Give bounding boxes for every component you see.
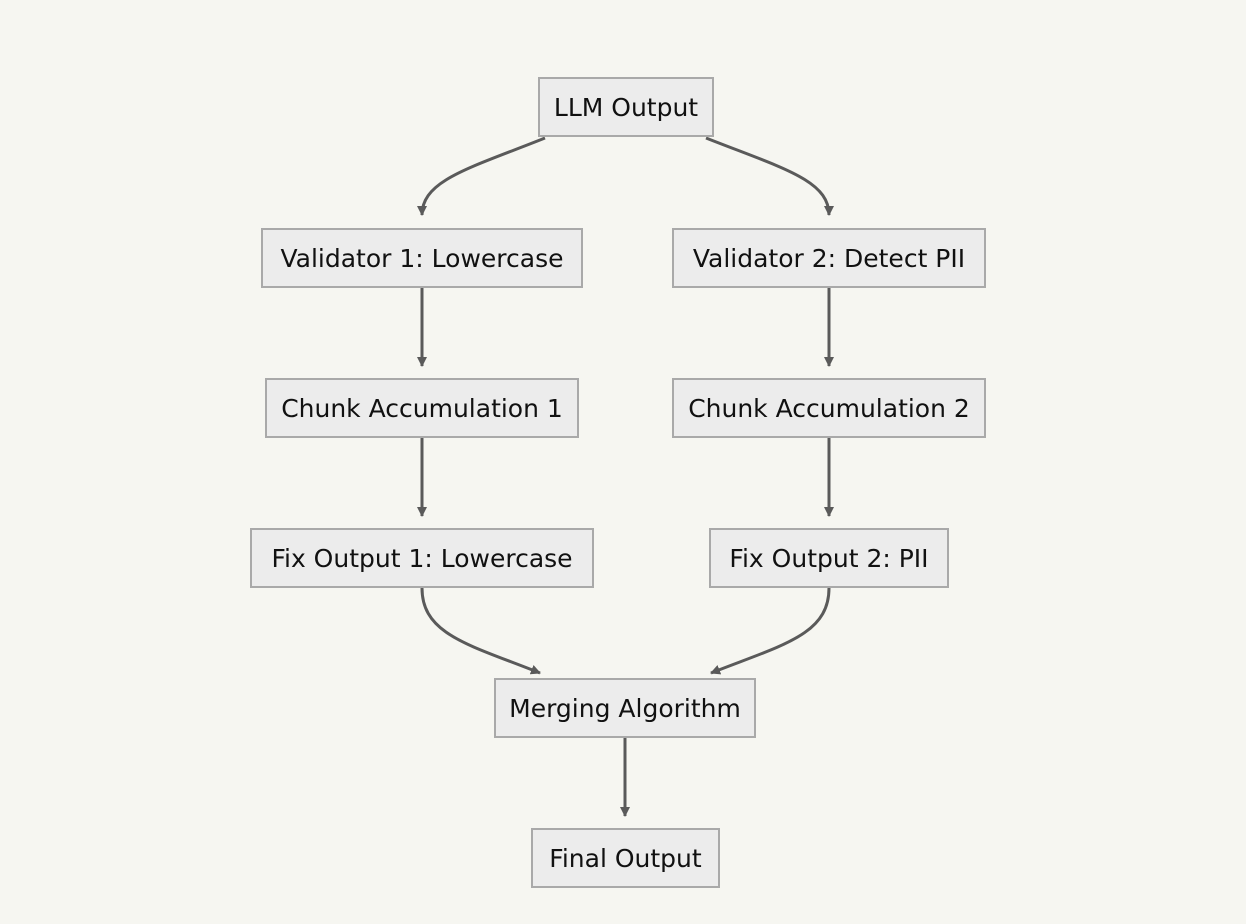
edge-fix-output-2-to-merging-algorithm: [710, 587, 831, 675]
edge-llm-output-to-validator-1: [417, 136, 546, 216]
node-fix-output-1: Fix Output 1: Lowercase: [250, 528, 594, 588]
node-final-output: Final Output: [531, 828, 720, 888]
node-llm-output: LLM Output: [538, 77, 714, 137]
edge-llm-output-to-validator-2: [705, 136, 834, 216]
node-merging-algorithm: Merging Algorithm: [494, 678, 756, 738]
node-chunk-accumulation-2: Chunk Accumulation 2: [672, 378, 986, 438]
edge-fix-output-1-to-merging-algorithm: [420, 587, 541, 675]
node-fix-output-2: Fix Output 2: PII: [709, 528, 949, 588]
node-validator-1: Validator 1: Lowercase: [261, 228, 583, 288]
node-validator-2: Validator 2: Detect PII: [672, 228, 986, 288]
node-chunk-accumulation-1: Chunk Accumulation 1: [265, 378, 579, 438]
